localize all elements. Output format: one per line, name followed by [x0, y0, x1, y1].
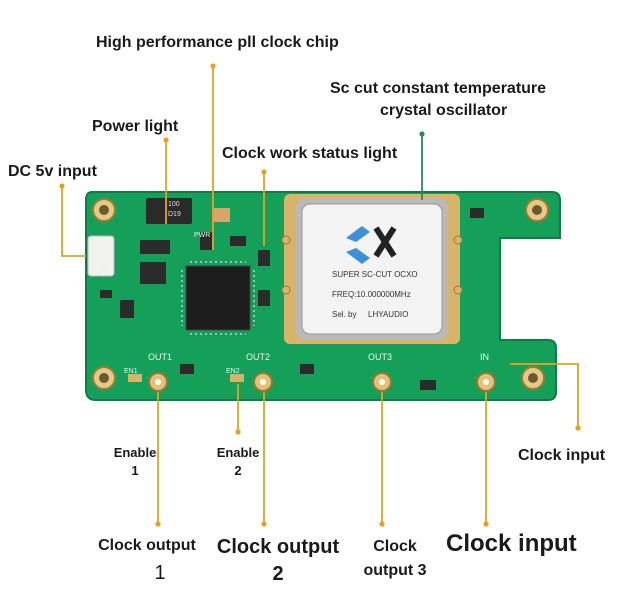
mounting-holes: [92, 198, 549, 390]
label-out1-line1: Clock output: [98, 537, 196, 554]
label-enable2-line2: 2: [234, 463, 242, 478]
silk-5v: +5V GND: [99, 246, 106, 277]
label-out3-line2: output 3: [363, 562, 427, 579]
ocxo-text-1: SUPER SC-CUT OCXO: [332, 270, 418, 279]
dc-connector: [87, 235, 115, 277]
ocxo-module: [281, 194, 463, 344]
silk-in: IN: [480, 352, 489, 362]
cap-line1: 100: [168, 201, 180, 208]
label-clock-input-bottom: Clock input: [446, 530, 577, 557]
label-out2-line2: 2: [272, 563, 284, 585]
label-power-light: Power light: [92, 118, 179, 135]
silk-out1: OUT1: [148, 352, 173, 362]
silk-en1: EN1: [124, 368, 138, 375]
label-enable2-line1: Enable: [216, 445, 260, 460]
leader-lines: [61, 66, 579, 524]
silk-pwr: PWR: [194, 232, 211, 239]
label-status-light: Clock work status light: [222, 145, 398, 162]
label-out3-line1: Clock: [373, 538, 417, 555]
label-out1-line2: 1: [154, 562, 166, 584]
ocxo-text-2: FREQ:10.000000MHz: [332, 290, 411, 299]
ocxo-text-3: Sel. by: [332, 310, 357, 319]
ocxo-brand: LHYAUDIO: [368, 310, 409, 319]
label-ocxo-line2: crystal oscillator: [380, 102, 508, 119]
label-pll-chip: High performance pll clock chip: [96, 34, 339, 51]
label-enable1-line1: Enable: [113, 445, 157, 460]
silk-out2: OUT2: [246, 352, 271, 362]
cap-line2: D19: [168, 211, 181, 218]
pll-chip: [185, 265, 251, 331]
silk-en2: EN2: [226, 368, 240, 375]
label-out2-line1: Clock output: [216, 536, 340, 558]
label-ocxo-line1: Sc cut constant temperature: [330, 80, 547, 97]
capacitor: [146, 198, 192, 224]
label-enable1-line2: 1: [131, 463, 139, 478]
silk-out3: OUT3: [368, 352, 393, 362]
label-dc-input: DC 5v input: [8, 163, 97, 180]
label-clock-input-right: Clock input: [518, 447, 606, 464]
